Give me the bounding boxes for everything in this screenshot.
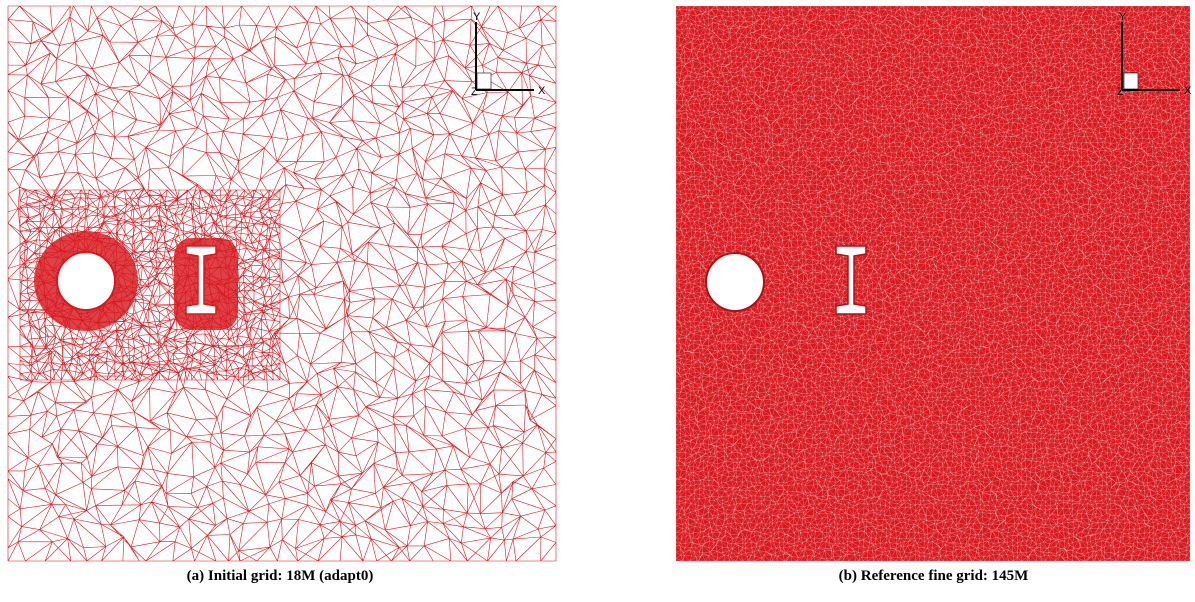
caption-reference-fine-grid: (b) Reference fine grid: 145M bbox=[838, 568, 1029, 584]
initial-grid-mesh: Y X Z bbox=[7, 5, 557, 562]
cylinder-body bbox=[705, 252, 765, 312]
x-axis-label: X bbox=[1184, 85, 1192, 97]
x-axis-label: X bbox=[538, 85, 546, 97]
axis-triad: Y X Z bbox=[471, 11, 546, 98]
caption-initial-grid: (a) Initial grid: 18M (adapt0) bbox=[186, 568, 374, 584]
panel-initial-grid: Y X Z (a) Initial grid: 18M (adapt0) bbox=[0, 0, 560, 602]
panel-reference-fine-grid: Y X Z (b) Reference fine grid: 145M bbox=[672, 0, 1195, 602]
axis-triad: Y X Z bbox=[1117, 11, 1192, 98]
y-axis-label: Y bbox=[473, 11, 481, 23]
ibeam-body bbox=[835, 245, 867, 315]
mesh-lines bbox=[675, 5, 1191, 562]
y-axis-label: Y bbox=[1119, 11, 1127, 23]
z-axis-label: Z bbox=[471, 86, 478, 98]
mesh-lines bbox=[7, 5, 557, 562]
fine-grid-mesh: Y X Z bbox=[675, 5, 1192, 562]
cylinder-body bbox=[56, 251, 116, 311]
ibeam-body bbox=[185, 245, 217, 315]
mesh-edges bbox=[7, 5, 557, 562]
z-axis-label: Z bbox=[1117, 86, 1124, 98]
mesh-edges bbox=[675, 5, 1191, 562]
